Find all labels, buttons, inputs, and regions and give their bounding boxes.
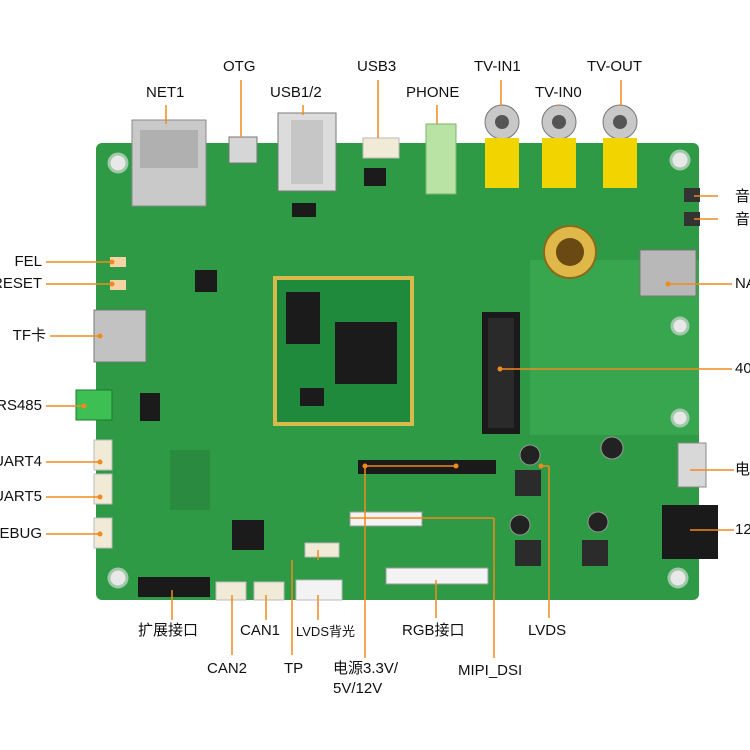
label-audio-1: 音: [735, 188, 750, 205]
label-expansion: 扩展接口: [138, 622, 199, 639]
label-usb3: USB3: [357, 58, 397, 75]
label-uart5: UART5: [0, 488, 42, 505]
fel-button: [110, 257, 126, 267]
label-fel: FEL: [14, 253, 42, 270]
mount-hole: [107, 152, 129, 174]
label-mipi-dsi: MIPI_DSI: [458, 662, 523, 679]
ram-chip: [286, 292, 320, 344]
label-power-switch: 电: [735, 461, 750, 478]
label-net1: NET1: [146, 84, 185, 101]
otg-port: [228, 136, 258, 164]
rca-tv-in0: [541, 104, 577, 188]
label-reset: RESET: [0, 275, 42, 292]
label-debug: EBUG: [0, 525, 42, 542]
rgb-connector: [385, 567, 489, 585]
label-tv-in1: TV-IN1: [474, 58, 521, 75]
label-lvds: LVDS: [528, 622, 567, 639]
label-4g: 40: [735, 360, 750, 377]
label-uart4: UART4: [0, 453, 42, 470]
label-power-rails-1: 电源3.3V/: [333, 660, 399, 677]
leader-lines: [46, 80, 734, 658]
rs485-terminal: [75, 389, 113, 421]
label-tv-in0: TV-IN0: [535, 84, 582, 101]
label-tv-out: TV-OUT: [587, 58, 642, 75]
rca-tv-out: [602, 104, 638, 188]
mount-hole: [107, 567, 129, 589]
mount-hole: [667, 567, 689, 589]
label-phone: PHONE: [406, 84, 460, 101]
side-button: [684, 212, 700, 226]
uart4-header: [93, 439, 113, 471]
dc-jack: [662, 505, 718, 559]
expansion-header: [138, 577, 210, 597]
mount-hole: [669, 149, 691, 171]
phone-jack: [425, 123, 457, 195]
label-usb12: USB1/2: [270, 84, 322, 101]
mount-hole: [670, 316, 690, 336]
leader-dots: [81, 259, 671, 537]
label-tf: TF卡: [12, 327, 46, 344]
mipi-connector: [349, 511, 423, 527]
rca-tv-in1: [484, 104, 520, 188]
label-tp: TP: [284, 660, 304, 677]
label-can2: CAN2: [207, 660, 248, 677]
power-switch: [677, 442, 707, 488]
label-power-rails-2: 5V/12V: [333, 680, 383, 697]
tp-header: [304, 542, 340, 558]
cpu-chip: [335, 322, 397, 384]
reset-button: [110, 280, 126, 290]
label-audio-2: 音: [735, 211, 750, 228]
lvds-bl-header: [295, 579, 343, 601]
can1-header: [253, 581, 285, 601]
side-button: [684, 188, 700, 202]
label-lvds-backlight: LVDS背光: [296, 624, 355, 639]
tf-slot: [93, 309, 147, 363]
can2-header: [215, 581, 247, 601]
label-rs485: RS485: [0, 397, 42, 414]
usb3-header: [362, 137, 400, 159]
label-nand: NA: [735, 275, 750, 292]
label-rgb: RGB接口: [402, 622, 465, 639]
gpio-header: [358, 460, 496, 474]
mount-hole: [670, 408, 690, 428]
card-slot: [639, 249, 697, 297]
label-can1: CAN1: [240, 622, 281, 639]
uart5-header: [93, 473, 113, 505]
label-12v: 12: [735, 521, 750, 538]
debug-header: [93, 517, 113, 549]
label-otg: OTG: [223, 58, 256, 75]
